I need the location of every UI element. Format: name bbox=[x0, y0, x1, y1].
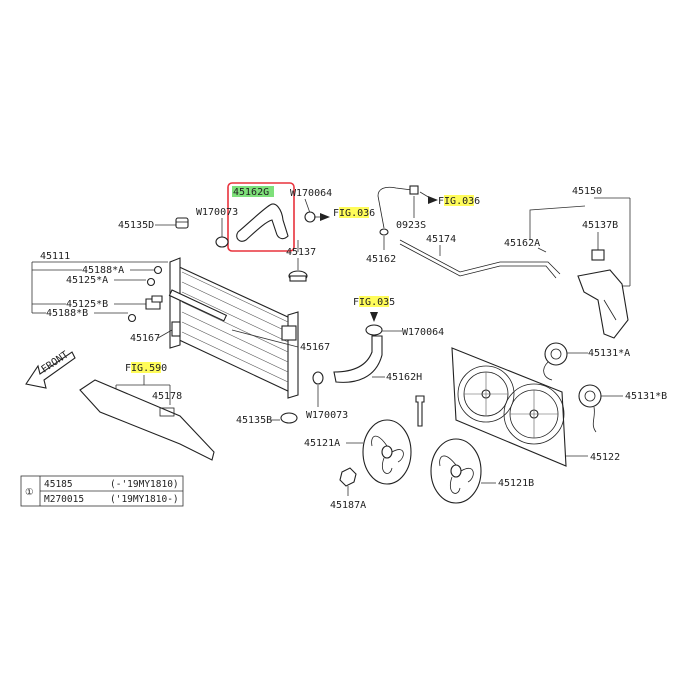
mount-45167-right[interactable] bbox=[281, 325, 297, 341]
bolt-45125a[interactable] bbox=[146, 277, 156, 287]
cushion-45135d[interactable] bbox=[175, 217, 189, 229]
part-label-45137[interactable]: 45137 bbox=[286, 247, 316, 258]
bolt-icon[interactable] bbox=[415, 395, 425, 427]
figref-fig036-upper[interactable]: FIG.036 bbox=[333, 208, 375, 219]
part-label-45150[interactable]: 45150 bbox=[572, 186, 602, 197]
clamp-w170073-upper[interactable] bbox=[215, 236, 229, 248]
front-arrow-icon bbox=[25, 351, 76, 389]
selected-part-frame[interactable] bbox=[227, 182, 295, 252]
part-label-45131b[interactable]: 45131*B bbox=[625, 391, 667, 402]
figref-fig036-lower[interactable]: FIG.036 bbox=[438, 196, 480, 207]
part-label-w170073-lower[interactable]: W170073 bbox=[306, 410, 348, 421]
lower-hose-45162h[interactable] bbox=[333, 335, 383, 383]
part-label-45122[interactable]: 45122 bbox=[590, 452, 620, 463]
part-label-w170073-upper[interactable]: W170073 bbox=[196, 207, 238, 218]
figref-arrow-icon bbox=[320, 213, 330, 221]
nut-45187a[interactable] bbox=[339, 467, 357, 487]
part-label-45162h[interactable]: 45162H bbox=[386, 372, 422, 383]
figref-fig590[interactable]: FIG.590 bbox=[125, 363, 167, 374]
part-label-45137b[interactable]: 45137B bbox=[582, 220, 618, 231]
part-label-45125a[interactable]: 45125*A bbox=[66, 275, 108, 286]
clamp-w170064-upper[interactable] bbox=[304, 211, 316, 223]
reservoir-45150[interactable] bbox=[577, 269, 629, 339]
bolt-45188a[interactable] bbox=[153, 265, 163, 275]
figref-arrow-icon bbox=[370, 312, 378, 322]
part-label-45131a[interactable]: 45131*A bbox=[588, 348, 630, 359]
part-label-45135b[interactable]: 45135B bbox=[236, 415, 272, 426]
part-label-45135d[interactable]: 45135D bbox=[118, 220, 154, 231]
fan-motor-45131a[interactable] bbox=[544, 342, 568, 366]
fan-motor-45131b[interactable] bbox=[578, 384, 602, 408]
figref-fig035[interactable]: FIG.035 bbox=[353, 297, 395, 308]
part-label-45178[interactable]: 45178 bbox=[152, 391, 182, 402]
part-label-45162a[interactable]: 45162A bbox=[504, 238, 540, 249]
fan-shroud-45122[interactable] bbox=[451, 347, 567, 467]
cushion-45135b[interactable] bbox=[280, 412, 298, 424]
part-label-45167-left[interactable]: 45167 bbox=[130, 333, 160, 344]
clamp-w170064-lower[interactable] bbox=[365, 324, 383, 336]
bolt-45188b[interactable] bbox=[127, 313, 137, 323]
fan-45121a[interactable] bbox=[362, 419, 412, 485]
part-label-45125b[interactable]: 45125*B bbox=[66, 299, 108, 310]
selected-part-highlight bbox=[232, 186, 274, 197]
under-cover-45178[interactable] bbox=[79, 379, 215, 461]
part-label-45167-right[interactable]: 45167 bbox=[300, 342, 330, 353]
note-row-1-range: (-'19MY1810) bbox=[110, 479, 179, 490]
front-direction-indicator: FRONT bbox=[25, 350, 76, 389]
part-label-45188b[interactable]: 45188*B bbox=[46, 308, 88, 319]
figref-arrow-icon bbox=[428, 196, 438, 204]
overflow-hose-45162[interactable] bbox=[377, 186, 413, 229]
part-label-w170064-upper[interactable]: W170064 bbox=[290, 188, 332, 199]
note-row-2-part: M270015 bbox=[44, 494, 84, 505]
radiator-45111[interactable] bbox=[168, 257, 299, 399]
part-label-45162[interactable]: 45162 bbox=[366, 254, 396, 265]
pipe-45174[interactable] bbox=[399, 239, 561, 275]
part-label-45111[interactable]: 45111 bbox=[40, 251, 70, 262]
clamp-w170073-lower[interactable] bbox=[312, 371, 324, 385]
note-row-1-part: 45185 bbox=[44, 479, 73, 490]
part-label-45162g[interactable]: 45162G bbox=[233, 187, 269, 198]
part-label-0923s[interactable]: 0923S bbox=[396, 220, 426, 231]
mount-45167-left[interactable] bbox=[171, 321, 181, 337]
part-label-45188a[interactable]: 45188*A bbox=[82, 265, 124, 276]
part-label-45187a[interactable]: 45187A bbox=[330, 500, 366, 511]
part-label-45121a[interactable]: 45121A bbox=[304, 438, 340, 449]
part-label-45121b[interactable]: 45121B bbox=[498, 478, 534, 489]
part-label-45174[interactable]: 45174 bbox=[426, 234, 456, 245]
fan-45121b[interactable] bbox=[430, 438, 482, 504]
reservoir-cap-45137b[interactable] bbox=[591, 249, 605, 261]
note-marker: ① bbox=[25, 487, 34, 498]
upper-hose-45162g[interactable] bbox=[236, 203, 289, 242]
part-label-w170064-lower[interactable]: W170064 bbox=[402, 327, 444, 338]
note-table: ① 45185 (-'19MY1810) M270015 ('19MY1810-… bbox=[20, 475, 184, 507]
note-row-2-range: ('19MY1810-) bbox=[110, 494, 179, 505]
